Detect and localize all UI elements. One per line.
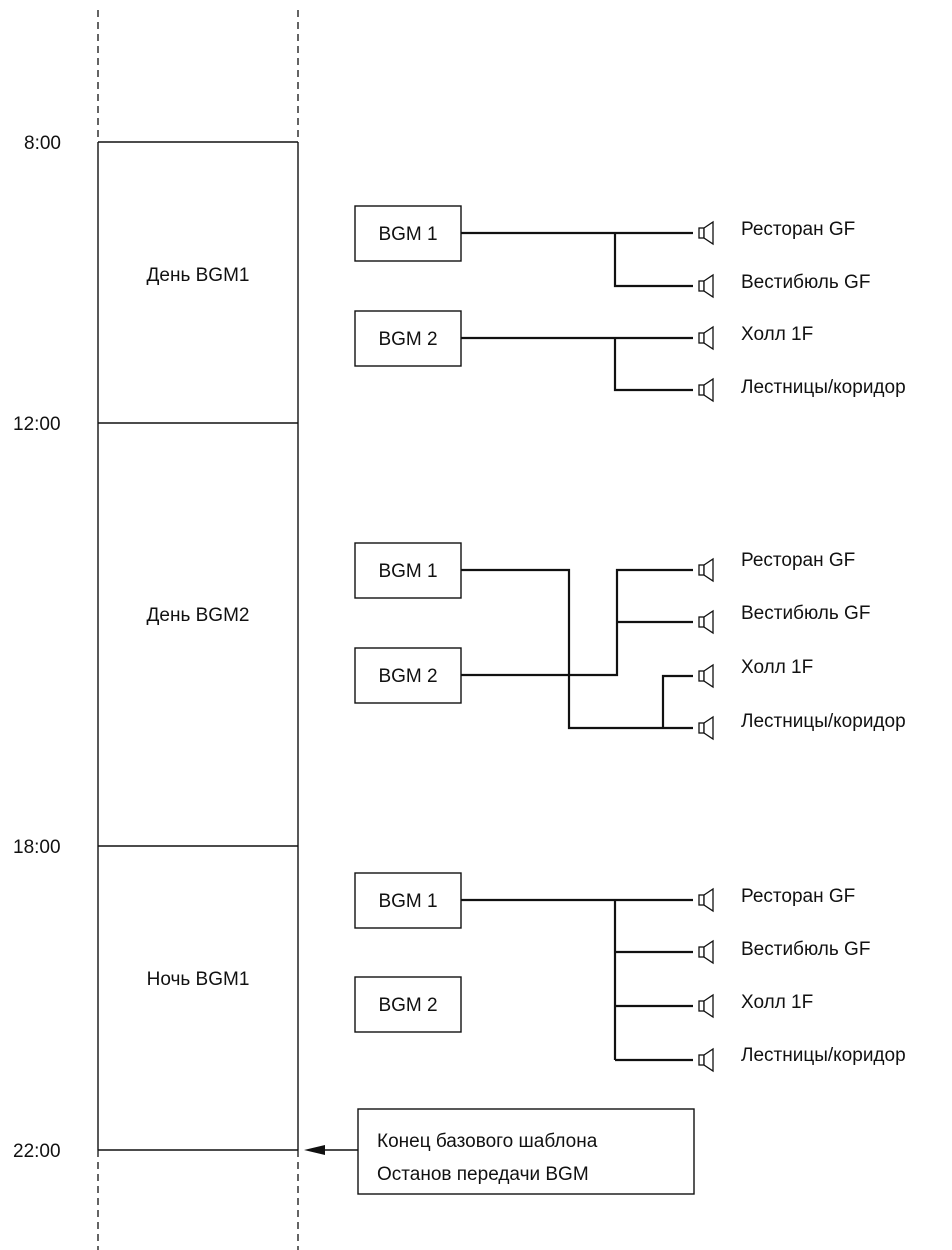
zone-label-stairs: Лестницы/коридор [741, 1045, 906, 1066]
speaker-icon [698, 994, 714, 1018]
zone-label-restaurant: Ресторан GF [741, 550, 855, 571]
source-box-bgm2 [354, 647, 462, 704]
source-label-bgm2: BGM 2 [378, 329, 437, 350]
routing-group-day-bgm2: BGM 1 BGM 2 Ресторан GF Вестибюль GF Хол… [354, 542, 906, 740]
zone-label-lobby: Вестибюль GF [741, 939, 870, 960]
zone-label-hall: Холл 1F [741, 324, 813, 345]
time-label-800: 8:00 [24, 133, 61, 154]
end-note-box [357, 1108, 695, 1195]
source-label-bgm1: BGM 1 [378, 561, 437, 582]
source-label-bgm2: BGM 2 [378, 995, 437, 1016]
period-label-day-bgm2: День BGM2 [147, 605, 250, 626]
routing-group-night-bgm1: BGM 1 BGM 2 Ресторан GF Вестибюль GF Хол… [354, 872, 906, 1072]
speaker-icon [698, 664, 714, 688]
speaker-icon [698, 716, 714, 740]
arrow-head-icon [304, 1145, 325, 1155]
speaker-icon [698, 378, 714, 402]
zone-label-stairs: Лестницы/коридор [741, 711, 906, 732]
end-note-line2: Останов передачи BGM [377, 1164, 589, 1185]
period-label-night-bgm1: Ночь BGM1 [147, 969, 250, 990]
source-label-bgm1: BGM 1 [378, 224, 437, 245]
routing-group-day-bgm1: BGM 1 BGM 2 Ресторан GF Вестибюль GF Хол… [354, 205, 906, 402]
wire-bgm1 [461, 231, 693, 288]
wire-bgm1 [461, 898, 693, 1062]
time-label-1800: 18:00 [13, 837, 61, 858]
zone-label-restaurant: Ресторан GF [741, 219, 855, 240]
zone-label-hall: Холл 1F [741, 992, 813, 1013]
speaker-icon [698, 274, 714, 298]
zone-label-stairs: Лестницы/коридор [741, 377, 906, 398]
time-label-1200: 12:00 [13, 414, 61, 435]
speaker-icon [698, 610, 714, 634]
end-note: Конец базового шаблона Останов передачи … [304, 1108, 695, 1195]
speaker-icon [698, 940, 714, 964]
source-box-bgm1 [354, 872, 462, 929]
time-label-2200: 22:00 [13, 1141, 61, 1162]
source-label-bgm2: BGM 2 [378, 666, 437, 687]
wire-bgm2 [461, 336, 693, 392]
zone-label-lobby: Вестибюль GF [741, 272, 870, 293]
speaker-icon [698, 221, 714, 245]
zone-label-restaurant: Ресторан GF [741, 886, 855, 907]
speaker-icon [698, 558, 714, 582]
wire-bgm2 [461, 568, 693, 677]
source-box-bgm2 [354, 976, 462, 1033]
zone-label-hall: Холл 1F [741, 657, 813, 678]
source-box-bgm1 [354, 542, 462, 599]
speaker-icon [698, 326, 714, 350]
speaker-icon [698, 888, 714, 912]
source-label-bgm1: BGM 1 [378, 891, 437, 912]
end-note-line1: Конец базового шаблона [377, 1131, 598, 1152]
source-box-bgm1 [354, 205, 462, 262]
zone-label-lobby: Вестибюль GF [741, 603, 870, 624]
wire-bgm1 [461, 568, 693, 730]
period-label-day-bgm1: День BGM1 [147, 265, 250, 286]
speaker-icon [698, 1048, 714, 1072]
